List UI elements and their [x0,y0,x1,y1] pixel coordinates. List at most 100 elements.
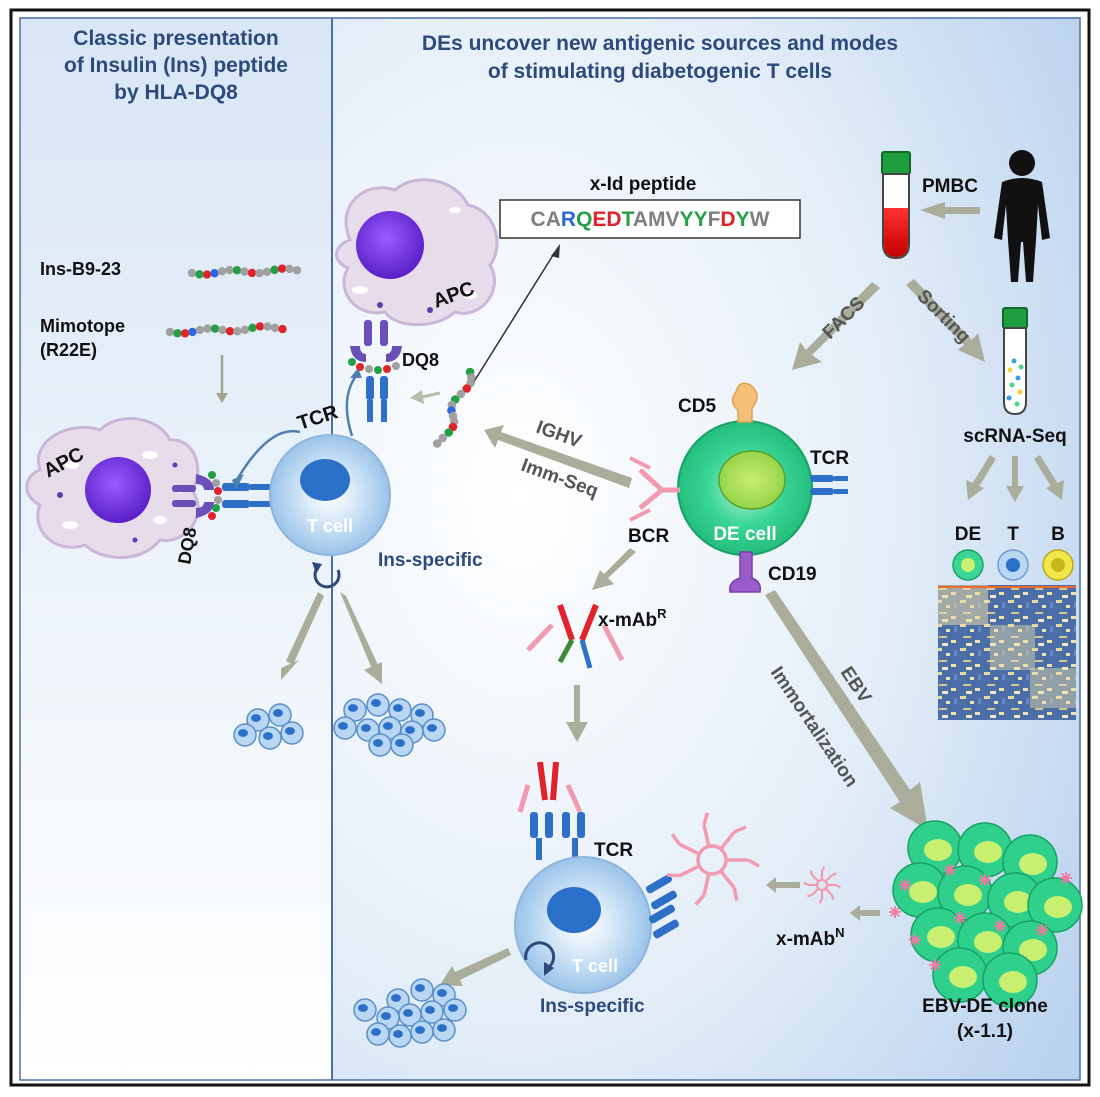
multimer-fab [803,881,809,886]
peptide-bead [210,269,219,278]
multimer-fab [818,898,823,904]
peptide-bead [277,264,287,273]
de-tcr-receptor [810,475,848,495]
cluster-de-label: DE [955,524,981,545]
ebv-de-cell-nucleus [974,931,1002,953]
x-mab-r-antibody-icon [526,603,625,669]
peptide-bead [270,265,279,275]
peptide-bead [292,266,302,275]
x-id-residue: D [720,208,735,231]
ebv-de-cell-nucleus [1004,891,1032,913]
multimer-arm [824,887,833,896]
expanded-t-cell-nucleus [358,1004,368,1012]
peptide-bead [195,270,204,279]
ebv-de-cell-nucleus [949,966,977,988]
expanded-t-cell-nucleus [373,739,383,747]
multimer-fab [835,884,841,889]
multimer-fab [747,858,760,868]
expanded-t-cell-nucleus [393,1030,403,1038]
right-dq8-label: DQ8 [402,350,439,370]
expanded-t-cell-nucleus [371,699,381,707]
ebv-de-cell-nucleus [954,884,982,906]
x-mab-n-multimer-free [803,866,841,904]
ins-b9-23-label: Ins-B9-23 [40,259,121,279]
expanded-t-cell-nucleus [437,989,447,997]
ebv-de-clone-cluster [889,820,1083,1008]
ebv-immortalization-arrow [765,590,928,830]
expanded-t-cell-nucleus [361,724,371,732]
x-id-residue: E [592,208,606,231]
multimer-arm [702,873,711,896]
left-panel-background [20,18,331,1080]
cluster-de-cell-icon [952,549,984,581]
de-cell-label: DE cell [713,524,776,545]
left-apc-nucleus [85,457,151,523]
ebv-de-cell-nucleus [909,881,937,903]
right-apc-nucleus [356,211,424,279]
ins-specific-label: Ins-specific [378,550,483,571]
bottom-tcr-label: TCR [594,840,633,861]
x-id-residue: Y [680,208,694,231]
x-mab-n-multimer-bound [666,812,760,906]
blood-tube [881,151,911,260]
expanded-t-cell-nucleus [437,1024,447,1032]
x-id-peptide-chain [432,367,476,448]
expanded-t-cell-nucleus [238,729,248,737]
peptide-bead [188,327,197,337]
multimer-fab [809,870,814,876]
cd5-receptor-icon [731,382,758,423]
pmbc-label: PMBC [922,176,978,197]
chain-bead [444,428,454,437]
x-id-residue: T [622,208,635,231]
multimer-fab [702,812,710,826]
x-id-residue: V [666,208,680,231]
peptide-bead [203,324,212,333]
ebv-de-cell-nucleus [1044,896,1072,918]
x-id-residue: C [531,208,546,231]
cd5-label: CD5 [678,396,716,417]
chain-bead [438,433,448,443]
peptide-bead [232,266,242,275]
peptide-bead [255,322,265,331]
left-tcr-receptor [222,483,272,508]
peptide-bead [217,267,227,276]
multimer-fab [831,872,837,877]
scrna-tube [1002,307,1028,416]
expanded-t-cell-nucleus [395,739,405,747]
multimer-fab [670,833,681,846]
x-id-sequence: CARQEDTAMVYYFDYW [531,208,770,231]
peptide-bead [218,325,227,335]
multimer-arm [678,864,701,878]
secreted-antibody [959,913,965,919]
expanded-t-cell-nucleus [285,727,295,735]
peptide-bead [210,324,220,333]
peptide-bead [240,325,250,335]
bottom-t-cell [514,856,652,994]
x-id-residue: F [708,208,721,231]
left-t-cell [269,434,391,556]
peptide-bead [225,265,234,275]
secreted-antibody [934,960,940,966]
human-silhouette-icon [994,150,1050,282]
outer-frame [9,8,1091,1087]
expanded-t-cell-nucleus [383,722,393,730]
expanded-t-cell-nucleus [415,984,425,992]
expanded-t-cell-nucleus [415,709,425,717]
expanded-t-cell-nucleus [393,704,403,712]
x-id-residue: Q [576,208,592,231]
multimer-fab [733,825,747,834]
x-id-pointer-line [469,251,556,389]
left-t-cell-label: T cell [307,516,353,536]
ebv-de-clone-label-line-2: (x-1.1) [957,1021,1013,1042]
peptide-bead [278,324,287,334]
bcr-label: BCR [628,526,669,547]
peptide-bead [255,268,264,278]
x-id-residue: A [546,208,561,231]
pmbc-arrow [920,202,980,219]
ins-peptide-beads [187,264,302,279]
right-title-line-2: of stimulating diabetogenic T cells [488,60,832,83]
mimotope-label-line-2: (R22E) [40,340,97,360]
expanded-t-cell-nucleus [273,709,283,717]
ighv-arrow [484,425,632,488]
